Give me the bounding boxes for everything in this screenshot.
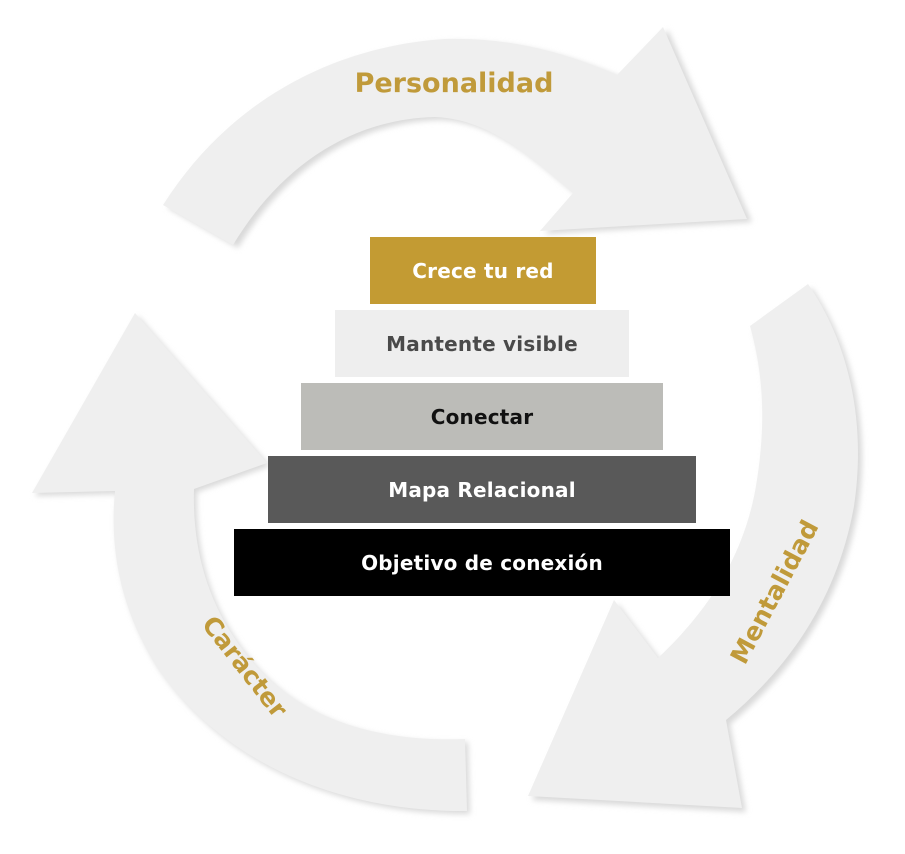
- arrow-body: [32, 313, 467, 812]
- pyramid-level-5: Objetivo de conexión: [234, 529, 730, 596]
- cycle-arrow-personalidad: Personalidad: [163, 27, 752, 248]
- pyramid-level-4: Mapa Relacional: [268, 456, 696, 523]
- arrow-body: [163, 27, 747, 245]
- pyramid-level-label: Conectar: [430, 404, 534, 429]
- cycle-label-personalidad: Personalidad: [355, 68, 554, 99]
- pyramid-level-label: Crece tu red: [412, 258, 554, 283]
- pyramid-level-3: Conectar: [301, 383, 663, 450]
- pyramid-level-label: Mantente visible: [386, 331, 578, 356]
- pyramid-level-label: Objetivo de conexión: [361, 550, 603, 575]
- pyramid-level-label: Mapa Relacional: [388, 477, 576, 502]
- arrow-body: [528, 284, 858, 808]
- pyramid-level-2: Mantente visible: [335, 310, 629, 377]
- pyramid-level-1: Crece tu red: [370, 237, 596, 304]
